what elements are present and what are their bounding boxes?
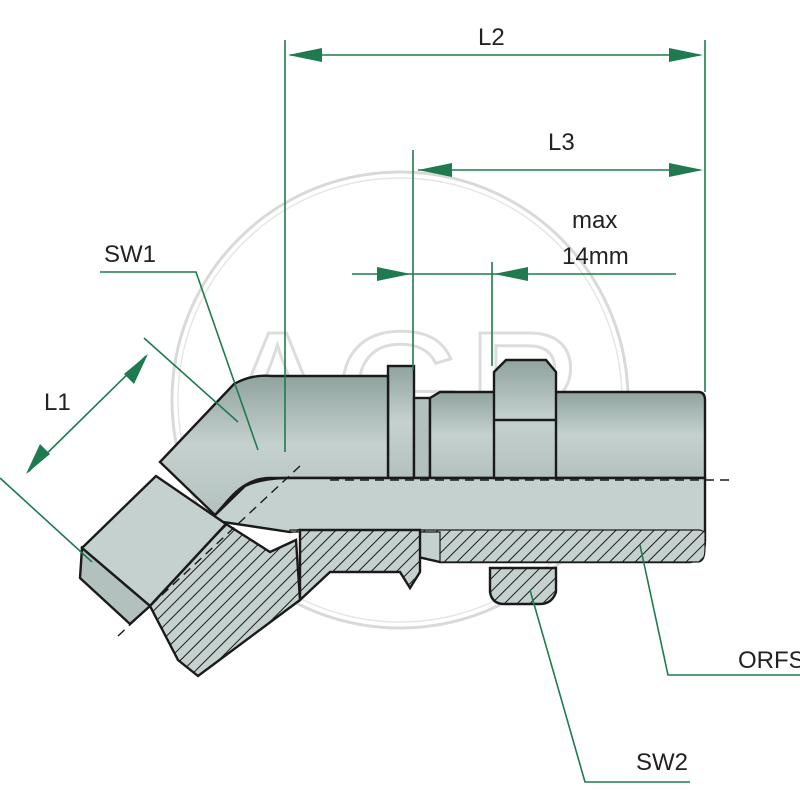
- arrow-l3-right: [669, 163, 703, 177]
- dimensions: [0, 40, 800, 783]
- label-l3: L3: [548, 129, 575, 156]
- right-wall-hatch: [289, 529, 706, 563]
- arrow-l1-upper: [124, 354, 148, 384]
- mid-wall-hatch: [298, 528, 422, 603]
- leader-sw2: [529, 589, 690, 783]
- centerline-angled: [117, 465, 301, 637]
- label-l1: L1: [44, 389, 71, 416]
- arrow-max-right: [494, 267, 528, 281]
- label-max: max: [572, 207, 617, 234]
- nut-lower: [488, 566, 558, 606]
- arrow-l2-right: [669, 48, 703, 62]
- leader-sw1: [100, 271, 259, 451]
- right-body-upper: [428, 390, 707, 480]
- arrow-l1-lower: [26, 444, 50, 474]
- label-orfs: ORFS: [738, 647, 800, 674]
- label-sw1: SW1: [104, 241, 156, 268]
- leader-orfs: [639, 544, 800, 676]
- ext-line-l1-upper: [143, 337, 239, 423]
- ext-line-l1-lower: [0, 477, 93, 563]
- label-sw2: SW2: [636, 749, 688, 776]
- labels: L2 L3 max 14mm SW1 L1 ORFS SW2: [44, 24, 800, 776]
- arrow-l3-left: [418, 163, 452, 177]
- collar: [386, 364, 416, 480]
- neck: [412, 396, 432, 480]
- arrow-max-left: [377, 267, 411, 281]
- label-14mm: 14mm: [562, 243, 629, 270]
- arrow-l2-left: [288, 48, 322, 62]
- label-l2: L2: [478, 24, 505, 51]
- centerlines: [117, 465, 735, 637]
- fitting-body: [78, 358, 707, 678]
